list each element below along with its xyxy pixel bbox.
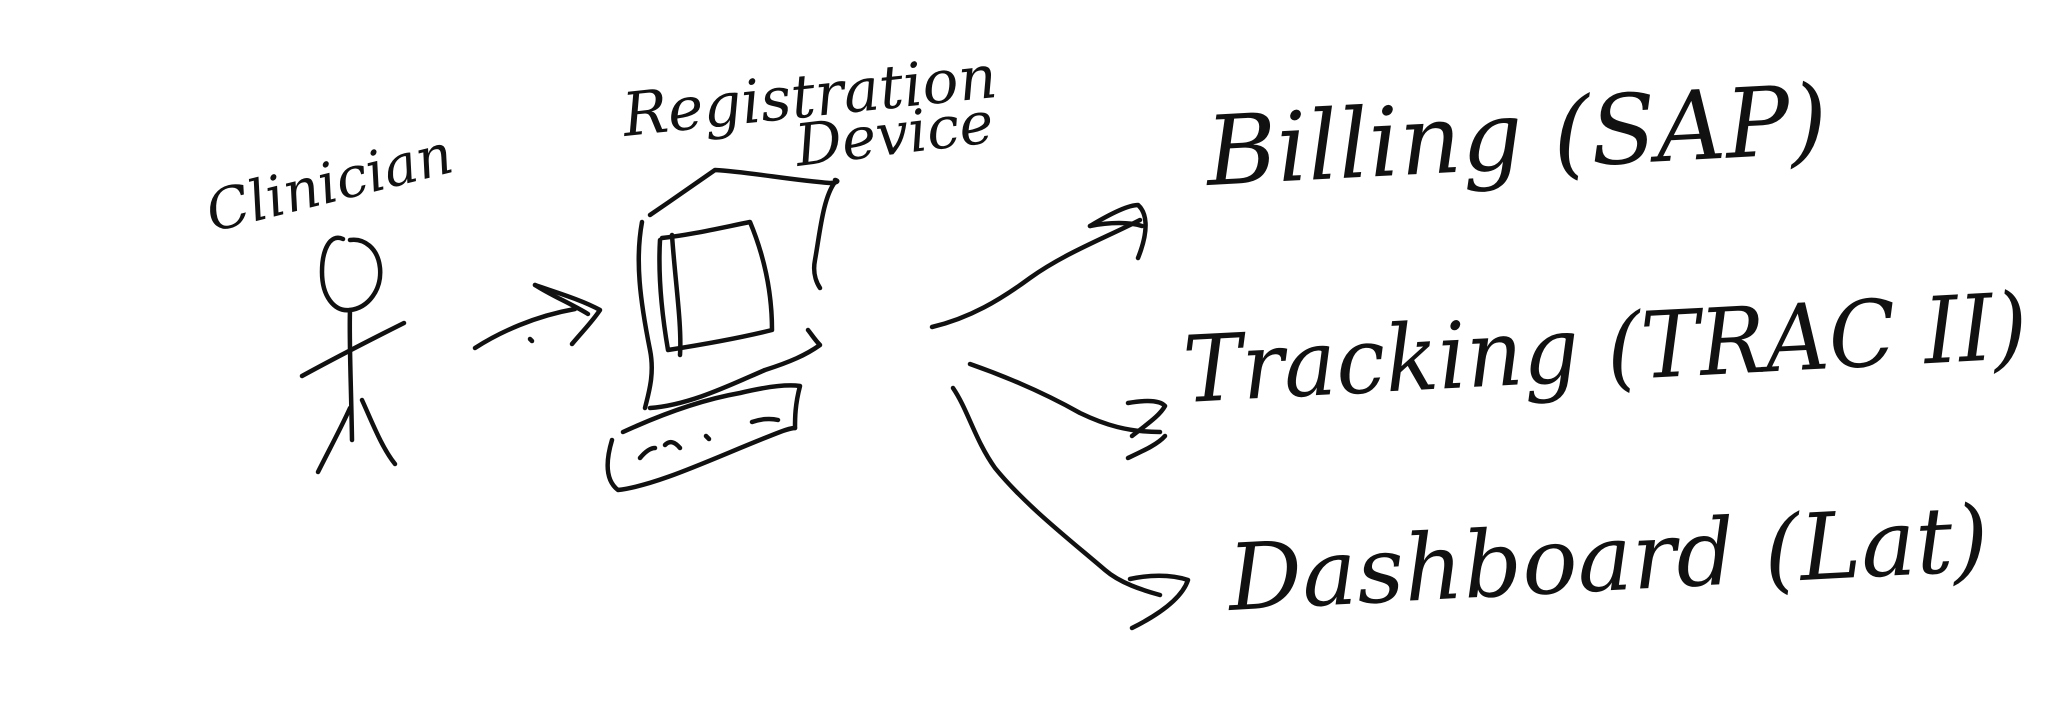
dashboard-label: Dashboard (Lat) — [1224, 485, 1992, 632]
arrow-device-to-tracking — [967, 361, 1168, 461]
arrow-clinician-to-device — [472, 282, 603, 351]
destination-tracking: Tracking (TRAC II) — [1181, 273, 2030, 424]
tracking-label: Tracking (TRAC II) — [1181, 273, 2030, 424]
arrow-device-to-dashboard — [950, 385, 1191, 631]
desktop-computer-icon — [605, 167, 840, 493]
stick-figure-icon — [299, 235, 407, 475]
destination-dashboard: Dashboard (Lat) — [1224, 485, 1992, 632]
clinician-actor: Clinician — [200, 122, 460, 475]
registration-device: Registration Device — [605, 42, 1000, 493]
clinician-label: Clinician — [200, 122, 460, 246]
arrow-device-to-billing — [929, 202, 1148, 330]
destination-billing: Billing (SAP) — [1201, 64, 1830, 208]
billing-label: Billing (SAP) — [1201, 64, 1830, 208]
